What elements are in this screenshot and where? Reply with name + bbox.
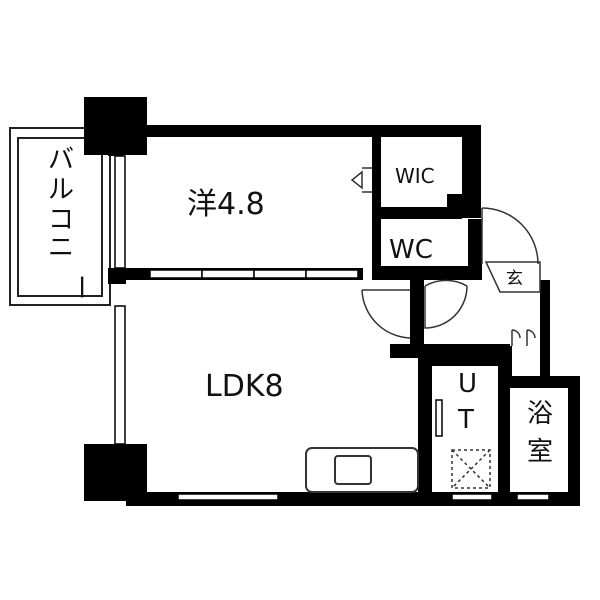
balcony-char: ー: [65, 274, 95, 300]
room-label-western: 洋4.8: [187, 187, 265, 222]
door-swings: [361, 207, 539, 346]
balcony: [9, 127, 111, 306]
washing-machine-pan-icon: [451, 449, 491, 489]
room-label-bath-2: 室: [527, 437, 553, 467]
entrance-step: [484, 261, 541, 293]
balcony-char: ル: [48, 175, 74, 205]
room-label-entrance: 玄: [506, 269, 523, 289]
windows: [114, 155, 550, 501]
room-label-ut-t: T: [457, 405, 474, 435]
room-label-ut-u: U: [458, 369, 477, 399]
room-label-bath-1: 浴: [527, 399, 553, 429]
balcony-char: ニ: [48, 233, 74, 263]
sliding-doors: [149, 269, 359, 279]
room-label-wic: WIC: [395, 164, 435, 188]
room-label-ldk: LDK8: [205, 369, 284, 404]
balcony-char: コ: [48, 205, 74, 235]
structural-columns: [84, 97, 147, 501]
ut-window: [435, 399, 443, 437]
room-label-wc: WC: [389, 235, 433, 265]
wic-door-marker: [350, 167, 372, 193]
balcony-char: バ: [48, 145, 74, 175]
balcony-label: バ ル コ ニ ー: [48, 145, 95, 300]
kitchen-counter: [305, 447, 419, 493]
